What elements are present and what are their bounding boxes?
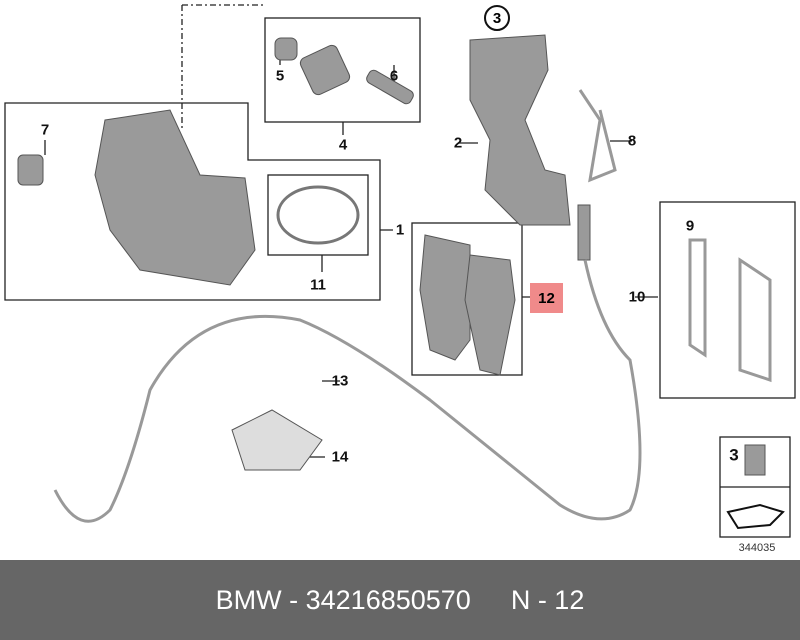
diagram-number: 344035 bbox=[738, 542, 776, 554]
wear-sensor-plug bbox=[577, 204, 591, 261]
guide-bolt bbox=[366, 69, 414, 105]
box-1 bbox=[4, 102, 381, 301]
label-2: 2 bbox=[453, 134, 463, 152]
label-4: 4 bbox=[338, 136, 348, 154]
bolt-icon bbox=[744, 444, 766, 476]
box-10 bbox=[659, 201, 796, 399]
label-13: 13 bbox=[331, 372, 349, 390]
grease-packet bbox=[231, 409, 323, 471]
label-10: 10 bbox=[628, 288, 646, 306]
label-3-note: 3 bbox=[729, 445, 739, 465]
part-number: BMW - 34216850570 bbox=[215, 584, 471, 615]
dash-dot-reference-line bbox=[181, 4, 265, 130]
brake-pad-left bbox=[419, 234, 471, 361]
box-12 bbox=[411, 222, 523, 376]
carrier-part bbox=[469, 34, 571, 226]
label-7: 7 bbox=[40, 121, 50, 139]
wear-sensor-cable bbox=[53, 259, 642, 523]
parts-diagram bbox=[4, 4, 796, 538]
label-8: 8 bbox=[627, 132, 637, 150]
piston-seal bbox=[276, 185, 360, 245]
brake-pad-right bbox=[464, 254, 516, 376]
spring-clip-8 bbox=[578, 89, 617, 183]
label-3-circled: 3 bbox=[484, 5, 510, 31]
arrow-icon bbox=[726, 503, 785, 530]
footer-bar: BMW - 34216850570 N - 12 bbox=[0, 560, 800, 640]
dust-cap bbox=[274, 37, 298, 61]
clips-10 bbox=[688, 238, 772, 383]
label-14: 14 bbox=[331, 448, 349, 466]
label-12-highlighted[interactable]: 12 bbox=[530, 283, 563, 313]
box-11 bbox=[267, 174, 369, 256]
label-6: 6 bbox=[389, 67, 399, 85]
label-9: 9 bbox=[685, 217, 695, 235]
position-ref: N - 12 bbox=[510, 584, 585, 615]
guide-sleeve bbox=[299, 44, 351, 96]
label-5: 5 bbox=[275, 67, 285, 85]
label-1: 1 bbox=[395, 221, 405, 239]
label-11: 11 bbox=[310, 276, 326, 294]
bleeder-cap bbox=[17, 154, 44, 186]
caliper-part bbox=[94, 109, 256, 286]
